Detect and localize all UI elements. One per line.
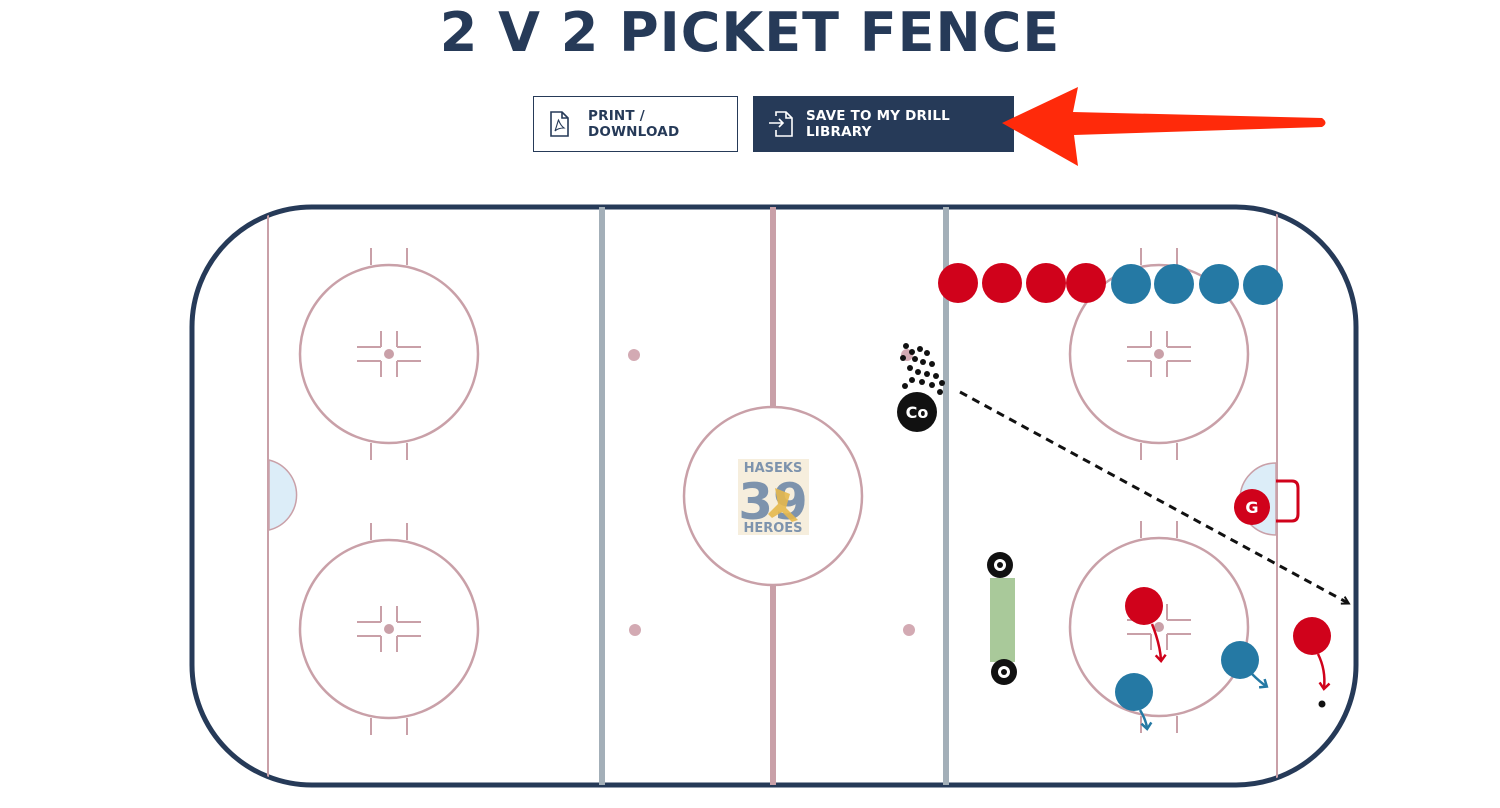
cone-bottom (991, 659, 1017, 685)
coach-marker (897, 392, 937, 432)
red-skater (1125, 587, 1163, 625)
print-download-label: PRINT / DOWNLOAD (588, 108, 680, 140)
faceoff-dot (629, 624, 641, 636)
blue-player (1243, 265, 1283, 305)
red-player (1066, 263, 1106, 303)
red-skater-path (1150, 623, 1167, 663)
puck-pile (900, 343, 945, 395)
red-player (938, 263, 978, 303)
red-skater (1293, 617, 1331, 655)
annotation-arrow (1002, 87, 1326, 166)
goalie-label: G (1245, 498, 1258, 517)
coach-label: Co (906, 403, 929, 422)
faceoff-dot (903, 624, 915, 636)
blue-player (1199, 264, 1239, 304)
drill-title: 2 V 2 PICKET FENCE (439, 1, 1061, 64)
save-to-library-label: SAVE TO MY DRILL LIBRARY (806, 108, 950, 140)
pdf-file-icon (550, 111, 569, 137)
logo-number-text: 39 (738, 473, 808, 531)
file-import-icon (769, 111, 793, 137)
haseks-heroes-logo: HASEKS 39 HEROES (738, 459, 809, 536)
cone-top (987, 552, 1013, 578)
blue-player (1111, 264, 1151, 304)
goalie-marker (1234, 489, 1270, 525)
faceoff-circle-top-right (1068, 248, 1250, 460)
faceoff-dot (628, 349, 640, 361)
puck (1318, 700, 1326, 708)
faceoff-circle-bottom-left (298, 523, 480, 735)
logo-bottom-text: HEROES (743, 521, 802, 536)
picket-fence-bar (990, 578, 1015, 662)
logo-top-text: HASEKS (744, 461, 803, 476)
faceoff-circle-bottom-right (1068, 521, 1250, 733)
crease-left (268, 459, 298, 531)
blue-skater-path (1251, 673, 1269, 689)
blue-skater (1221, 641, 1259, 679)
faceoff-circle-top-left (298, 248, 480, 460)
pass-line (959, 390, 1348, 603)
goal-net (1276, 479, 1300, 523)
red-skater-path (1316, 653, 1331, 691)
print-download-button[interactable]: PRINT / DOWNLOAD (533, 96, 738, 152)
blue-skater-path (1138, 709, 1153, 731)
save-to-library-button[interactable]: SAVE TO MY DRILL LIBRARY (753, 96, 1014, 152)
blue-skater (1115, 673, 1153, 711)
red-player (982, 263, 1022, 303)
blue-player (1154, 264, 1194, 304)
red-player (1026, 263, 1066, 303)
